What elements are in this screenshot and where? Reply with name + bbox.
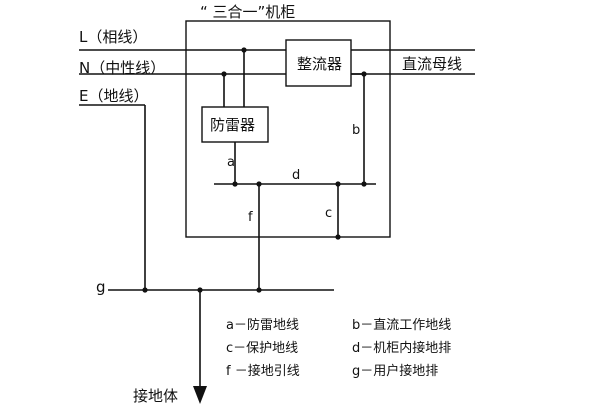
wire-b-label: b	[352, 123, 360, 138]
label-N: N（中性线）	[79, 59, 165, 77]
rectifier-box	[285, 39, 352, 87]
ground-bar-g-label: g	[96, 278, 106, 296]
junction-b	[361, 71, 367, 77]
legend-g: g－用户接地排	[352, 363, 438, 379]
cabinet-title: “ 三合一”机柜	[200, 3, 295, 21]
junction-e	[142, 287, 148, 293]
ground-body-label: 接地体	[133, 387, 178, 405]
wire-a-label: a	[227, 155, 235, 170]
label-L: L（相线）	[79, 28, 147, 46]
wire-c-label: c	[325, 206, 332, 221]
legend-b: b－直流工作地线	[352, 318, 451, 333]
legend-f: f －接地引线	[226, 363, 300, 379]
junction-c-bottom	[335, 234, 341, 240]
rectifier-label: 整流器	[297, 55, 342, 73]
legend-a: a－防雷地线	[226, 317, 299, 333]
junction-n	[221, 71, 227, 77]
label-E: E（地线）	[79, 87, 148, 105]
surge-protector-box	[201, 106, 269, 143]
junction-a	[232, 181, 238, 187]
busbar-d-label: d	[292, 168, 300, 183]
dc-bus-label: 直流母线	[402, 55, 462, 73]
arrow-down-icon	[193, 386, 207, 404]
junction-f-bottom	[256, 287, 262, 293]
wire-f-label: f	[248, 210, 253, 225]
surge-protector-label: 防雷器	[210, 116, 255, 134]
legend-c: c－保护地线	[226, 341, 298, 356]
legend-d: d－机柜内接地排	[352, 340, 451, 356]
junction-l	[241, 47, 247, 53]
junction-b-bottom	[361, 181, 367, 187]
